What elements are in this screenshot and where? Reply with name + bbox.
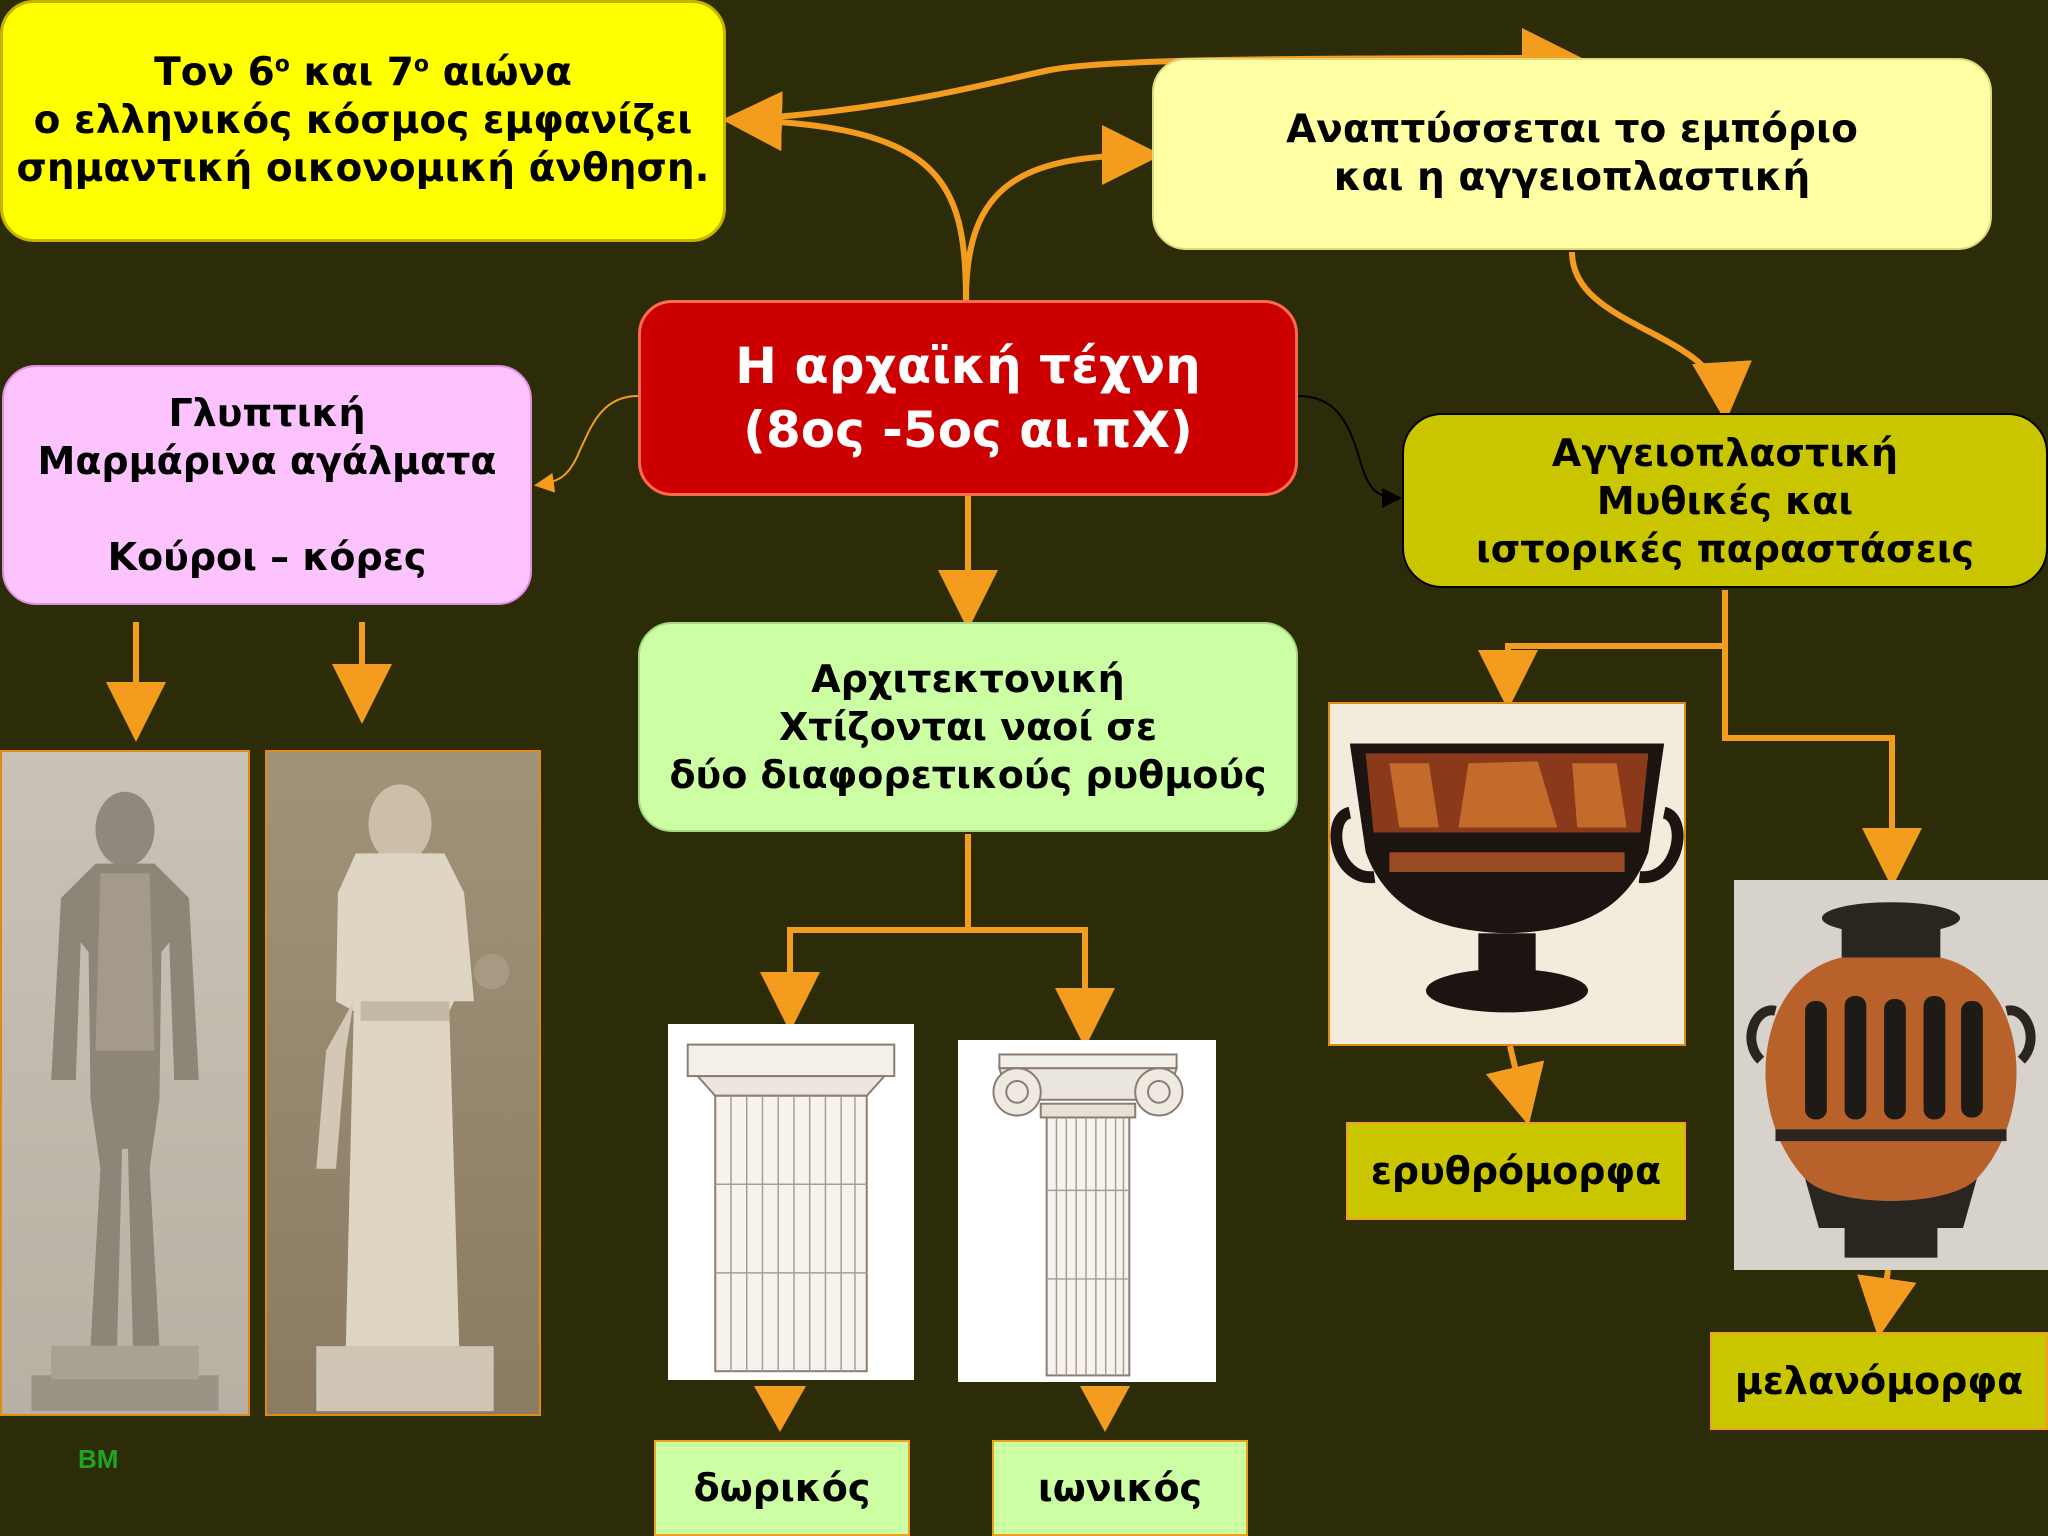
trade-line-1: Αναπτύσσεται το εμπόριο xyxy=(1286,107,1858,152)
doric-column-image xyxy=(668,1024,914,1380)
architecture-box: Αρχιτεκτονική Χτίζονται ναοί σε δύο διαφ… xyxy=(638,622,1298,832)
pottery-line-1: Αγγειοπλαστική xyxy=(1551,430,1899,475)
kore-figure-icon xyxy=(316,784,510,1412)
arrow-redfig-pic-to-label xyxy=(1485,1045,1545,1126)
pottery-box: Αγγειοπλαστική Μυθικές και ιστορικές παρ… xyxy=(1402,413,2048,588)
arrow-center-to-economy xyxy=(722,91,969,301)
arrow-center-to-sculpture xyxy=(534,395,639,493)
arrow-center-to-pottery xyxy=(1297,395,1402,508)
sculpture-line-2: Μαρμάρινα αγάλματα xyxy=(37,439,497,483)
economy-box: Τον 6ο και 7ο αιώνα ο ελληνικός κόσμος ε… xyxy=(0,0,726,242)
arrow-head-doric xyxy=(754,1386,806,1432)
ionic-column-image xyxy=(958,1040,1216,1382)
arrow-trade-to-pottery xyxy=(1569,251,1752,422)
sculpture-line-1: Γλυπτική xyxy=(168,391,366,435)
doric-column-icon xyxy=(686,1043,896,1373)
doric-label: δωρικός xyxy=(654,1440,910,1536)
arrow-arch-to-ionic xyxy=(968,927,1115,1048)
pottery-line-2: Μυθικές και xyxy=(1596,478,1854,523)
red-figure-krater-image xyxy=(1328,702,1686,1046)
arrow-head-ionic xyxy=(1080,1386,1130,1432)
sculpture-line-3: Κούροι – κόρες xyxy=(107,535,427,579)
trade-box: Αναπτύσσεται το εμπόριο και η αγγειοπλασ… xyxy=(1152,58,1992,250)
arrow-pottery-to-redfig-pic xyxy=(1478,590,1728,710)
krater-vase-icon xyxy=(1330,743,1684,1013)
kouros-figure-icon xyxy=(31,791,219,1411)
architecture-line-2: Χτίζονται ναοί σε xyxy=(778,705,1158,749)
arrow-blackfig-pic-to-label xyxy=(1857,1269,1917,1338)
architecture-line-3: δύο διαφορετικούς ρυθμούς xyxy=(669,753,1267,797)
economy-line-1: Τον 6ο και 7ο αιώνα xyxy=(154,50,572,95)
arrow-center-to-trade xyxy=(963,125,1162,301)
arrow-pottery-to-blackfig-pic xyxy=(1722,646,1922,888)
red-figure-label: ερυθρόμορφα xyxy=(1346,1122,1686,1220)
amphora-vase-icon xyxy=(1746,902,2036,1258)
sculpture-box: Γλυπτική Μαρμάρινα αγάλματα Κούροι – κόρ… xyxy=(2,365,532,605)
kore-statue-image xyxy=(265,750,541,1416)
arrow-arch-to-doric xyxy=(760,834,971,1032)
author-watermark: BM xyxy=(78,1444,119,1474)
economy-line-3: σημαντική οικονομική άνθηση. xyxy=(16,146,710,191)
central-topic-period: (8ος -5ος αι.πΧ) xyxy=(743,401,1193,459)
ionic-label: ιωνικός xyxy=(992,1440,1248,1536)
black-figure-label: μελανόμορφα xyxy=(1710,1332,2048,1430)
architecture-line-1: Αρχιτεκτονική xyxy=(811,657,1125,701)
sculpture-spacer xyxy=(260,485,273,533)
economy-line-2: ο ελληνικός κόσμος εμφανίζει xyxy=(33,98,693,143)
trade-line-2: και η αγγειοπλαστική xyxy=(1333,155,1811,200)
black-figure-amphora-image xyxy=(1734,880,2048,1270)
ionic-column-icon xyxy=(992,1053,1184,1377)
central-topic-box: Η αρχαϊκή τέχνη (8ος -5ος αι.πΧ) xyxy=(638,300,1298,496)
kouros-statue-image xyxy=(0,750,250,1416)
central-topic-title: Η αρχαϊκή τέχνη xyxy=(735,337,1201,395)
pottery-line-3: ιστορικές παραστάσεις xyxy=(1475,526,1975,571)
